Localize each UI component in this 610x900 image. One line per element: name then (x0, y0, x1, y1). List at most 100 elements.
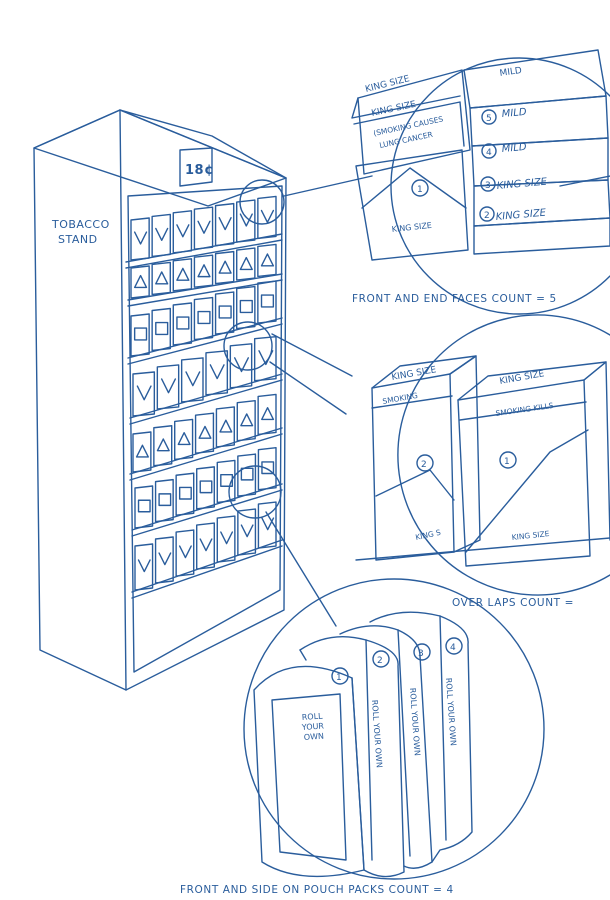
stand-pack-mark (239, 299, 253, 314)
pack-end4-label: MILD (501, 142, 527, 155)
stand-pack-mark (209, 364, 225, 380)
pack-end3-number: 3 (485, 181, 491, 191)
stand-pack-mark (177, 432, 191, 446)
stand-pack (193, 206, 214, 250)
stand-pack (193, 296, 214, 341)
stand-pack-mark (240, 524, 254, 538)
pouch-1-number: 1 (336, 673, 342, 683)
pouch-2-number: 2 (377, 656, 383, 666)
highlight-circle-1 (239, 179, 285, 225)
stand-pack (257, 501, 277, 549)
stand-pack-mark (158, 552, 172, 566)
stand-pack (175, 529, 195, 577)
stand-pack (257, 195, 277, 240)
stand-pack-mark (155, 321, 169, 336)
stand-pack-mark (156, 438, 170, 452)
stand-pack-mark (158, 493, 172, 507)
stand-pack (237, 508, 257, 556)
pouch-3-label: ROLL YOUR OWN (408, 688, 422, 757)
stand-pack-mark (178, 545, 192, 559)
pack-end3-label: KING SIZE (496, 177, 548, 192)
stand-pack-mark (135, 444, 149, 458)
stand-pack-mark (218, 305, 232, 319)
stand-pack (214, 291, 235, 335)
pack-left-number: 2 (421, 460, 427, 470)
caption-pouches: FRONT AND SIDE ON POUCH PACKS COUNT = 4 (180, 884, 454, 896)
stand-pack (257, 243, 277, 278)
stand-pack (151, 261, 171, 296)
stand-pack-rows (130, 195, 277, 591)
stand-pack (153, 425, 173, 467)
pack-end5-label: MILD (501, 107, 527, 120)
pouch-1-line3: OWN (304, 732, 325, 742)
pack-end4-number: 4 (486, 148, 492, 158)
stand-pack (205, 350, 229, 396)
stand-pack-mark (133, 231, 148, 245)
highlight-circle-3 (228, 465, 282, 519)
stand-pack-mark (133, 327, 148, 341)
stand-pack-mark (240, 413, 254, 427)
caption-overlaps: OVER LAPS COUNT = (452, 597, 574, 609)
stand-pack (214, 202, 235, 247)
pack-end2-number: 2 (484, 211, 490, 221)
stand-pack-mark (197, 264, 211, 278)
stand-pack-mark (176, 224, 190, 238)
price-sign: 18¢ (185, 163, 214, 178)
stand-pack (156, 364, 180, 410)
pack-right-number: 1 (504, 457, 510, 467)
stand-pack-mark (219, 419, 233, 433)
stand-pack-mark (160, 378, 177, 394)
stand-pack (151, 213, 171, 258)
highlight-circle-2 (223, 321, 273, 371)
pack-front-number: 1 (417, 185, 423, 195)
stand-pack-mark (261, 407, 275, 421)
stand-pack (151, 307, 171, 352)
stand-pack (154, 536, 174, 584)
stand-pack-mark (233, 357, 250, 373)
detail-circle-end-faces (351, 49, 610, 315)
pack-king-size-top-1: KING SIZE (364, 74, 411, 95)
stand-label-line2: STAND (58, 233, 98, 246)
pouch-3-number: 3 (418, 649, 424, 659)
pouch-1-line2: YOUR (301, 721, 325, 732)
stand-pack-mark (220, 531, 234, 545)
stand-pack-mark (218, 217, 232, 231)
stand-pack-mark (218, 260, 232, 274)
stand-pack-mark (185, 371, 201, 387)
stand-pack (132, 431, 152, 473)
stand-pack (134, 485, 154, 529)
stand-label-line1: TOBACCO (51, 218, 110, 231)
stand-pack-mark (199, 538, 213, 552)
leader-line-3 (265, 511, 337, 627)
stand-pack (130, 265, 150, 299)
stand-pack (130, 313, 150, 357)
caption-end-faces: FRONT AND END FACES COUNT = 5 (352, 293, 557, 305)
stand-pack-mark (176, 316, 190, 330)
stand-pack-mark (220, 474, 234, 487)
pack-end2-label: KING SIZE (495, 208, 547, 223)
stand-pack (216, 459, 236, 504)
stand-pack-mark (260, 209, 275, 224)
stand-pack (174, 418, 194, 461)
stand-pack-mark (178, 486, 192, 500)
stand-pack (236, 400, 256, 442)
tobacco-stand (33, 109, 287, 691)
stand-pack (216, 515, 236, 563)
stand-pack (215, 406, 235, 448)
stand-pack (257, 393, 277, 436)
stand-pack (172, 302, 193, 346)
stand-pack (193, 254, 214, 288)
stand-pack-mark (133, 274, 148, 289)
leader-line-2-top (271, 333, 353, 377)
stand-pack-mark (137, 559, 151, 573)
stand-pack-mark (198, 425, 212, 439)
stand-pack (214, 250, 235, 285)
stand-pack-mark (260, 253, 275, 267)
stand-pack (257, 447, 277, 491)
stand-pack (236, 285, 256, 330)
stand-pack-mark (260, 294, 275, 308)
stand-pack (196, 522, 215, 570)
stand-pack (172, 258, 193, 292)
stand-pack-mark (155, 227, 169, 242)
stand-pack (175, 472, 195, 516)
